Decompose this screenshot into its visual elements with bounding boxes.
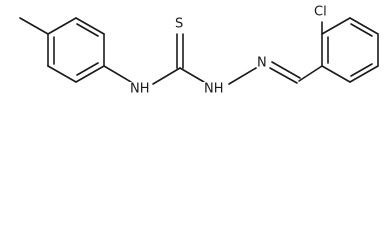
imine-n-label: N — [257, 56, 267, 71]
nh-carbon-bond — [152, 67, 181, 85]
bond — [75, 65, 105, 83]
carbon-nh-bond — [179, 67, 205, 83]
imine-bond — [269, 67, 298, 84]
double-bond-inner — [350, 63, 373, 77]
bond — [47, 65, 77, 83]
tolyl-ring — [47, 17, 105, 83]
bond — [47, 17, 77, 35]
hydrazine-nh-label: NH — [204, 82, 224, 97]
chlorophenyl-ring — [321, 17, 379, 83]
imine-bond — [271, 61, 301, 79]
methyl-bond — [19, 17, 49, 35]
chlorine-label: Cl — [314, 5, 327, 20]
double-bond-inner — [350, 23, 373, 37]
double-bond-inner — [76, 62, 99, 76]
amine-nh-mask — [128, 82, 152, 96]
bond — [349, 17, 379, 35]
bond — [321, 65, 351, 83]
ch-aryl-bond — [298, 65, 323, 82]
sulfur-label: S — [175, 17, 183, 32]
bond — [75, 17, 105, 35]
amine-nh-label: NH — [130, 82, 150, 97]
hydrazine-nh-mask — [202, 82, 226, 96]
structure-diagram: NH S NH N Cl — [19, 5, 379, 97]
double-bond-inner — [76, 23, 99, 37]
bond — [321, 17, 351, 35]
bond — [349, 65, 379, 83]
aryl-nh-bond — [103, 65, 132, 83]
nh-n-bond — [228, 67, 257, 85]
